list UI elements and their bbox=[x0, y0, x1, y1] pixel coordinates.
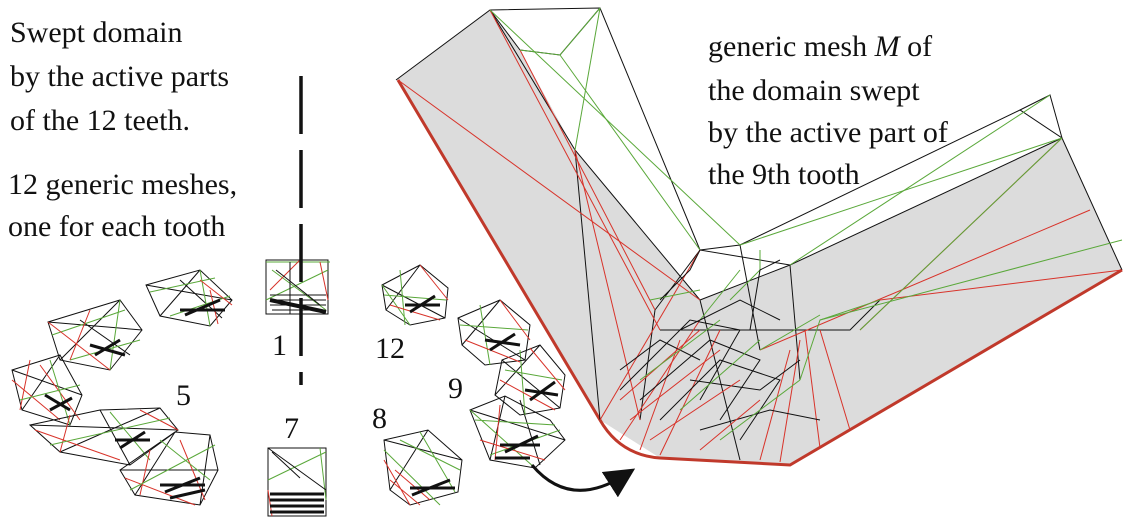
tooth-mesh-8 bbox=[383, 429, 463, 506]
generic-line-1: 12 generic meshes, bbox=[8, 168, 237, 201]
tooth-mesh-3 bbox=[47, 299, 143, 371]
domain-fill bbox=[396, 10, 1122, 465]
mesh-caption-line-3: by the active part of bbox=[708, 116, 948, 149]
swept-domain-mesh bbox=[395, 7, 1123, 467]
tooth-number-5: 5 bbox=[176, 379, 191, 412]
tooth-number-7: 7 bbox=[284, 412, 299, 445]
tooth-mesh-10 bbox=[494, 344, 566, 416]
tooth-mesh-7 bbox=[267, 447, 327, 517]
domain-boundary bbox=[396, 79, 1123, 467]
mesh-caption-prefix: generic mesh bbox=[708, 30, 875, 63]
tooth-mesh-9 bbox=[469, 395, 566, 469]
swept-line-3: of the 12 teeth. bbox=[10, 104, 190, 137]
tooth-mesh-12 bbox=[381, 264, 449, 326]
mesh-caption-line-2: the domain swept bbox=[708, 74, 920, 107]
swept-line-2: by the active parts bbox=[10, 60, 229, 93]
swept-domain-caption: Swept domain by the active parts of the … bbox=[10, 16, 229, 137]
mesh-caption: generic mesh M of the domain swept by th… bbox=[708, 30, 948, 191]
tooth-number-12: 12 bbox=[375, 332, 405, 365]
mesh-caption-suffix: of bbox=[900, 30, 933, 63]
mesh-caption-line-1: generic mesh M of bbox=[708, 30, 932, 63]
generic-meshes-caption: 12 generic meshes, one for each tooth bbox=[8, 168, 237, 243]
tooth-mesh-1 bbox=[265, 259, 330, 315]
domain-green-edges bbox=[489, 7, 1123, 381]
swept-line-1: Swept domain bbox=[10, 16, 183, 49]
mesh-caption-line-4: the 9th tooth bbox=[708, 158, 860, 191]
tooth-number-8: 8 bbox=[372, 402, 387, 435]
tooth-mesh-4 bbox=[11, 354, 83, 426]
tooth-mesh-2 bbox=[145, 269, 233, 327]
domain-interior-green bbox=[639, 319, 801, 441]
generic-line-2: one for each tooth bbox=[8, 210, 225, 243]
tooth-mesh-5 bbox=[119, 431, 219, 506]
mesh-symbol: M bbox=[874, 30, 902, 63]
tooth-number-1: 1 bbox=[272, 329, 287, 362]
tooth-numbers: 1 5 7 8 9 12 bbox=[176, 329, 463, 445]
domain-top-face bbox=[490, 8, 1062, 300]
tooth-mesh-6 bbox=[28, 407, 179, 466]
domain-red-edges bbox=[397, 9, 1123, 463]
tooth-number-9: 9 bbox=[448, 372, 463, 405]
curved-arrow bbox=[530, 464, 636, 498]
tooth-mesh-11 bbox=[457, 299, 531, 366]
